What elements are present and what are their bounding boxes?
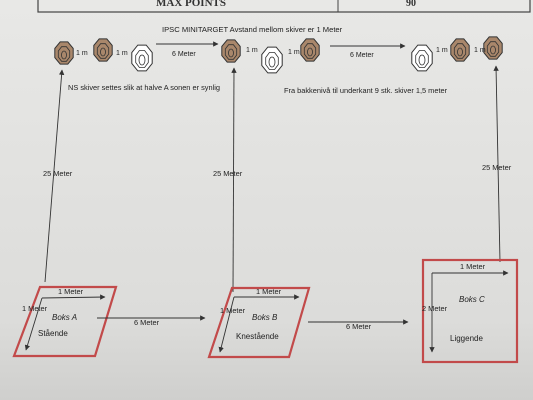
width-arrow [41, 294, 106, 300]
distance-arrow [44, 69, 65, 283]
ipsc-target [93, 38, 113, 62]
distance-arrow [231, 67, 237, 293]
box-gap-label: 6 Meter [134, 318, 160, 327]
box-position: Knestående [236, 332, 279, 341]
box-outline [207, 286, 311, 359]
note-no-shoot: NS skiver settes slik at halve A sonen e… [68, 83, 220, 92]
header-max-points: MAX POINTS [156, 0, 226, 9]
distance-label-25m: 25 Meter [482, 163, 512, 172]
no-shoot-target [261, 46, 283, 74]
spacing-label: 1 m [436, 47, 448, 54]
diagram-title: IPSC MINITARGET Avstand mellom skiver er… [162, 25, 343, 34]
box-name: Boks A [52, 313, 77, 322]
header-box [37, 0, 531, 13]
ipsc-target [483, 36, 503, 60]
no-shoot-target [131, 44, 153, 72]
box-position: Stående [38, 329, 68, 338]
box-width-label: 1 Meter [256, 287, 282, 296]
spacing-label-6m: 6 Meter [350, 52, 374, 59]
box-depth-label: 2 Meter [422, 304, 448, 313]
shooting-box-a: 1 Meter 1 Meter Boks A Stående [12, 285, 118, 358]
depth-arrow [24, 297, 43, 351]
shooting-box-b: 1 Meter 1 Meter Boks B Knestående [207, 286, 311, 359]
ipsc-target [54, 41, 74, 65]
spacing-label: 1 m [116, 50, 128, 57]
spacing-label: 1 m [474, 47, 486, 54]
distance-arrow [493, 65, 501, 263]
spacing-label: 1 m [288, 49, 300, 56]
no-shoot-target [411, 44, 433, 72]
box-width-label: 1 Meter [460, 262, 486, 271]
box-width-label: 1 Meter [58, 287, 84, 296]
header-points-value: 90 [406, 0, 416, 9]
distance-label-25m: 25 Meter [43, 169, 73, 178]
box-position: Liggende [450, 334, 483, 343]
box-outline [421, 258, 519, 364]
shooting-box-c: 1 Meter 2 Meter Boks C Liggende [421, 258, 519, 364]
spacing-label: 1 m [246, 47, 258, 54]
distance-label-25m: 25 Meter [213, 169, 243, 178]
ipsc-target [300, 38, 320, 62]
box-depth-label: 1 Meter [22, 304, 48, 313]
score-header: MAX POINTS 90 [37, 0, 531, 13]
box-gap-label: 6 Meter [346, 322, 372, 331]
ipsc-target [221, 39, 241, 63]
spacing-label-6m: 6 Meter [172, 51, 196, 58]
box-depth-label: 1 Meter [220, 306, 246, 315]
target-row [54, 36, 503, 74]
box-name: Boks C [459, 295, 485, 304]
ipsc-target [450, 38, 470, 62]
note-target-height: Fra bakkenivå til underkant 9 stk. skive… [284, 86, 448, 95]
spacing-label: 1 m [76, 50, 88, 57]
box-outline [12, 285, 118, 358]
depth-arrow [218, 296, 235, 353]
box-name: Boks B [252, 313, 278, 322]
